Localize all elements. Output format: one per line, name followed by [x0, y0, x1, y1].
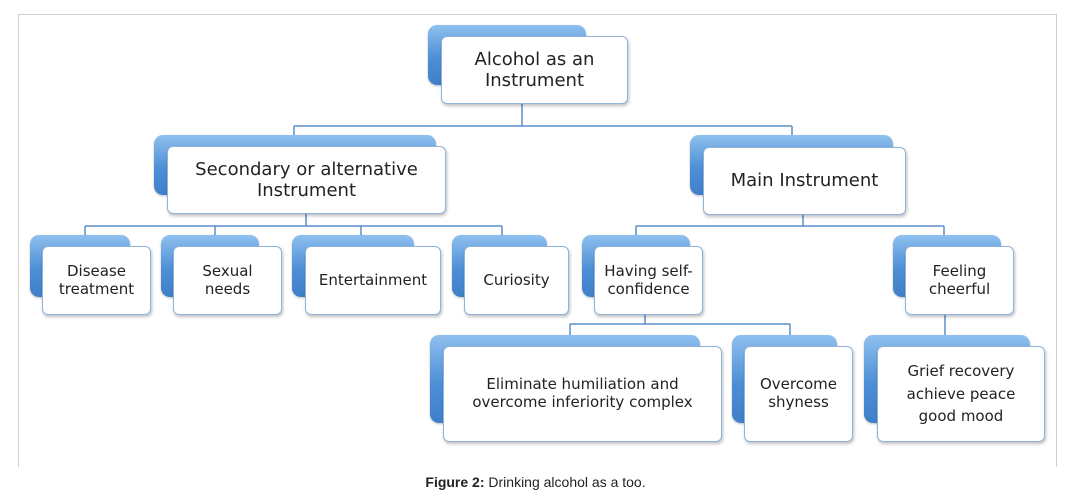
node-confidence-label: Having self- confidence [604, 261, 693, 298]
connector-lines [84, 104, 946, 336]
node-curiosity-label: Curiosity [483, 270, 550, 289]
figure-frame [18, 14, 1057, 467]
node-root-label: Alcohol as an Instrument [474, 48, 595, 91]
caption-text: Drinking alcohol as a too. [484, 474, 646, 490]
node-disease-label: Disease treatment [58, 261, 135, 298]
connector-secondary [84, 214, 503, 236]
node-sexual-label: Sexual needs [202, 261, 253, 298]
node-humiliation-label: Eliminate humiliation and overcome infer… [472, 375, 693, 411]
caption-label: Figure 2: [425, 474, 485, 490]
node-main-label: Main Instrument [730, 170, 879, 192]
connector-root [293, 104, 793, 136]
figure-caption: Figure 2: Drinking alcohol as a too. [0, 474, 1071, 490]
node-cheerful-label: Feeling cheerful [928, 261, 991, 298]
connector-confidence [569, 314, 791, 336]
node-shyness-label: Overcome shyness [759, 375, 837, 411]
connector-main [635, 215, 945, 236]
node-entertainment-label: Entertainment [318, 270, 428, 289]
node-grief-label: Grief recovery achieve peace good mood [906, 362, 1016, 426]
node-secondary-label: Secondary or alternative Instrument [195, 158, 418, 201]
